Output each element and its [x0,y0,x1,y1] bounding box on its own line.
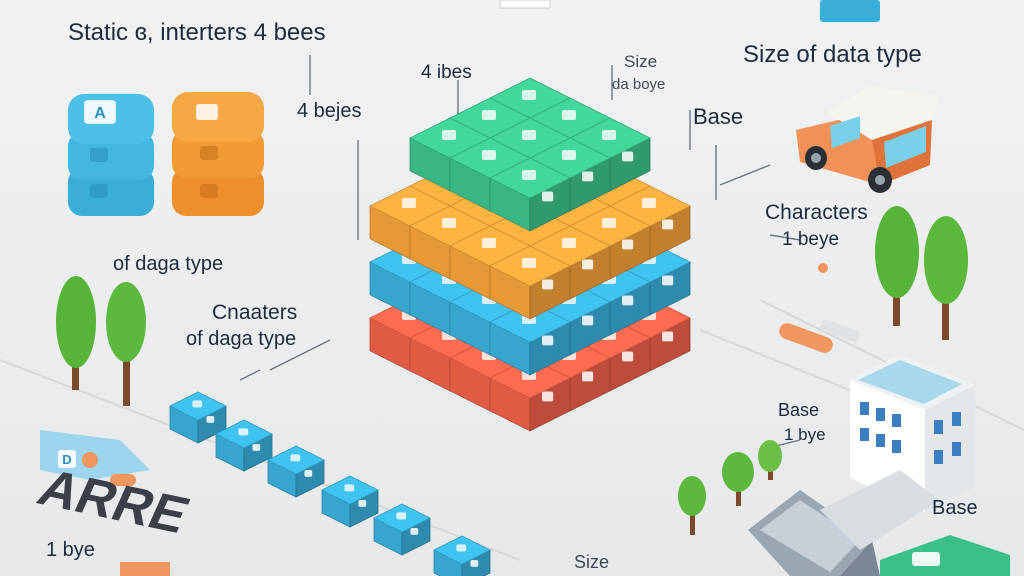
car-icon [796,86,938,193]
tree-icon [758,440,782,480]
label-static-integers: Static ɞ, interters 4 bees [68,19,326,46]
cylinder-stack-icon: A [68,94,154,216]
label-one-bye-bottom: 1 bye [46,539,95,561]
building-icon [850,355,975,512]
label-base-mid: Base [778,400,819,420]
tile-top [499,0,551,9]
cube-icon [373,503,431,556]
tree-icon [678,476,706,535]
label-four-bejes: 4 bejes [297,100,362,122]
dot [818,263,828,273]
leader-lines [239,55,801,451]
badge-a: A [94,105,106,122]
tree-icon [106,282,146,406]
cube-icon [433,535,491,576]
cube-icon [321,475,379,528]
label-da-boye: da boye [612,76,665,93]
label-size-small: Size [624,52,657,71]
pill-icon [779,319,860,353]
label-cnaaters: Cnaaters [212,301,297,324]
tree-icon [722,452,754,506]
cube-icon [489,245,571,320]
cylinder-stack-icon [172,92,264,216]
label-of-daga-type-mid: of daga type [186,328,296,350]
blob-icon: D [40,430,150,486]
label-base-top: Base [693,104,743,129]
label-size-bottom: Size [574,552,609,572]
cube-icon [267,445,325,498]
tile-bottom-left [120,562,170,576]
label-characters: Characters [765,201,868,224]
label-one-bye-mid: 1 bye [784,425,826,444]
cube-stack [369,77,691,432]
tree-icon [56,276,96,390]
tree-icon [924,216,968,340]
label-one-beye: 1 beye [782,229,839,250]
badge-d: D [62,452,71,467]
label-size-of-data-type: Size of data type [743,41,922,68]
label-base-bottom: Base [932,497,978,519]
cube-icon [169,391,227,444]
tree-icon [875,206,919,326]
label-four-ibes: 4 ibes [421,62,472,83]
tile-top [820,0,880,22]
cube-trail [169,391,491,576]
label-of-daga-type-left: of daga type [113,253,223,275]
cube-icon [489,301,571,376]
ramp-icon [748,470,940,576]
cube-icon [215,419,273,472]
cube-icon [489,157,571,232]
tile-bottom [880,535,1010,576]
